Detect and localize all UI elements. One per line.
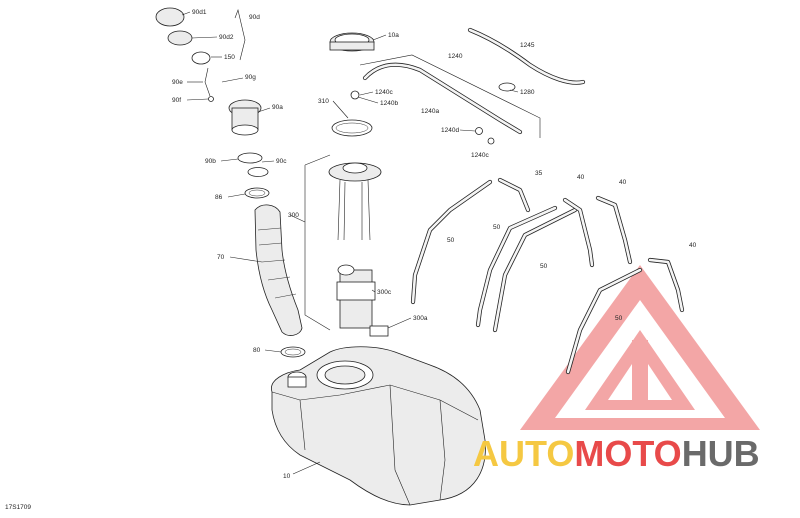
fuel-pump-module — [304, 154, 389, 337]
watermark-text-moto: MOTO — [574, 433, 681, 474]
callout-1240b: 1240b — [380, 100, 398, 107]
callout-90g: 90g — [245, 74, 256, 81]
filler-cap-assembly — [155, 7, 269, 177]
callout-90d: 90d — [249, 14, 260, 21]
pump-gasket — [331, 119, 373, 137]
svg-text:AUTOMOTOHUB: AUTOMOTOHUB — [473, 433, 760, 474]
callout-90e: 90e — [172, 79, 183, 86]
callout-50-d: 50 — [615, 315, 623, 322]
callout-1240c-bottom: 1240c — [471, 152, 489, 159]
callout-300c: 300c — [377, 289, 392, 296]
vent-line-assembly — [350, 27, 586, 145]
callout-80: 80 — [253, 347, 261, 354]
callout-labels: 90d1 90d 90d2 150 90g 90e 90f 90a 90b 90… — [172, 9, 697, 480]
diagram-code: 17S1709 — [5, 504, 31, 511]
callout-90c: 90c — [276, 158, 287, 165]
callout-1240d: 1240d — [441, 127, 459, 134]
clamp-80 — [280, 346, 306, 358]
pump-lock-ring — [329, 32, 375, 52]
callout-1240a: 1240a — [421, 108, 439, 115]
leader-lines — [181, 8, 519, 475]
callout-310: 310 — [318, 98, 329, 105]
callout-10: 10 — [283, 473, 291, 480]
callout-300: 300 — [288, 212, 299, 219]
watermark-text-hub: HUB — [682, 433, 760, 474]
callout-1240c-top: 1240c — [375, 89, 393, 96]
callout-40-b: 40 — [619, 179, 627, 186]
callout-1240: 1240 — [448, 53, 463, 60]
callout-50-b: 50 — [493, 224, 501, 231]
callout-40-c: 40 — [689, 242, 697, 249]
callout-90a: 90a — [272, 104, 283, 111]
callout-70: 70 — [217, 254, 225, 261]
callout-50-a: 50 — [447, 237, 455, 244]
watermark-text-auto: AUTO — [473, 433, 574, 474]
clamp-86 — [244, 187, 270, 199]
callout-90b: 90b — [205, 158, 216, 165]
tank-straps — [410, 177, 685, 375]
watermark-wordmark: AUTOMOTOHUB — [473, 433, 760, 474]
fuel-tank — [271, 346, 486, 506]
callout-300a: 300a — [413, 315, 428, 322]
callout-1245: 1245 — [520, 42, 535, 49]
callout-35: 35 — [535, 170, 543, 177]
callout-90d1: 90d1 — [192, 9, 207, 16]
callout-150: 150 — [224, 54, 235, 61]
callout-1280: 1280 — [520, 89, 535, 96]
callout-90f: 90f — [172, 97, 181, 104]
filler-hose — [254, 204, 303, 336]
callout-10a: 10a — [388, 32, 399, 39]
callout-40-a: 40 — [577, 174, 585, 181]
callout-90d2: 90d2 — [219, 34, 234, 41]
callout-86: 86 — [215, 194, 223, 201]
watermark-logo — [520, 265, 760, 430]
callout-50-c: 50 — [540, 263, 548, 270]
